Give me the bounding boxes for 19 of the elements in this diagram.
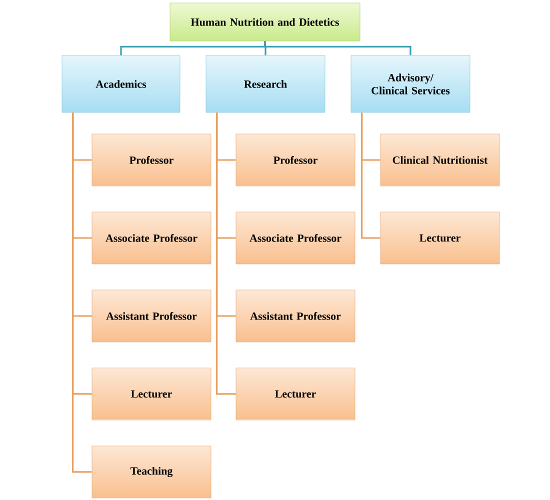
position-box: Associate Professor [236,212,356,264]
connector [361,112,380,239]
position-box: Lecturer [380,212,500,264]
position-box: Assistant Professor [92,290,212,342]
connector [264,41,412,56]
department-box: Academics [62,55,180,113]
position-box: Associate Professor [92,212,212,264]
position-box: Lecturer [236,368,356,420]
position-box: Lecturer [92,368,212,420]
position-box: Professor [92,134,212,186]
position-box: Clinical Nutritionist [380,134,500,186]
title-box: Human Nutrition and Dietetics [170,2,360,42]
connector [216,112,236,395]
position-box: Professor [236,134,356,186]
department-box: Research [206,55,326,113]
position-box: Teaching [92,446,212,498]
department-box: Advisory/ Clinical Services [350,55,470,113]
position-box: Assistant Professor [236,290,356,342]
connector [72,112,92,473]
